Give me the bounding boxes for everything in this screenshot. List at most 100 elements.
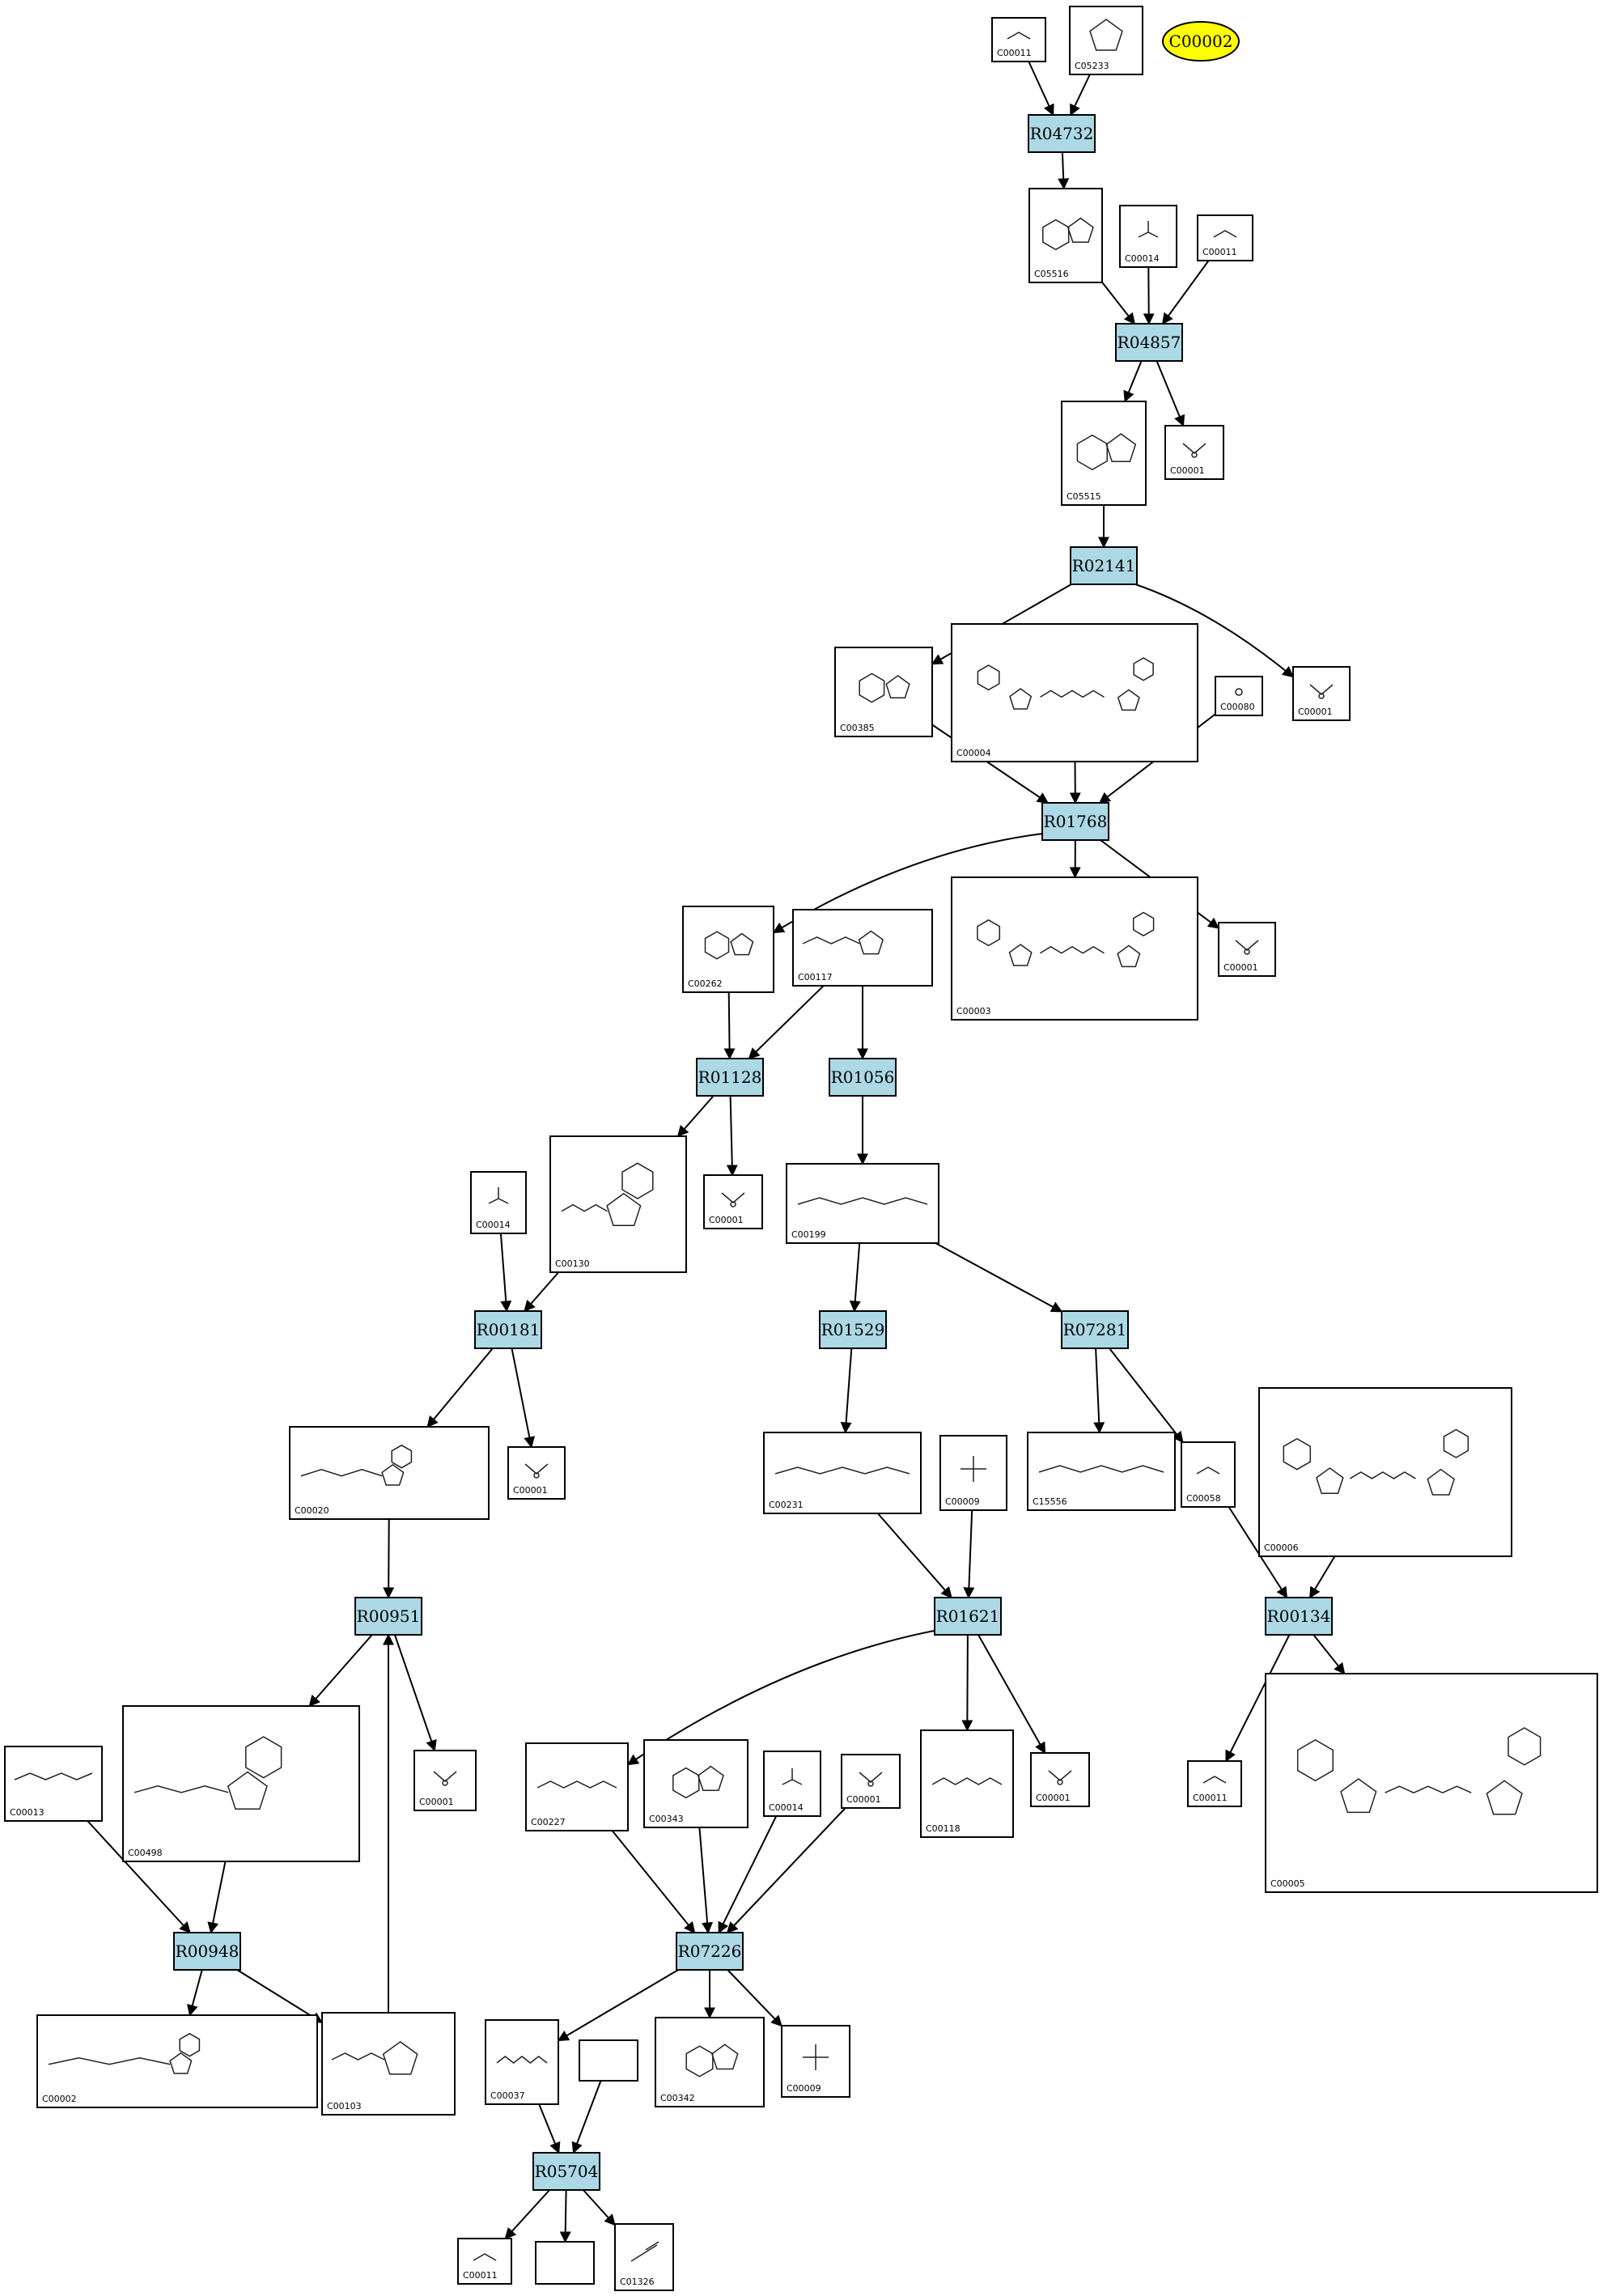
compound-node[interactable]: C00001: [1218, 922, 1276, 977]
compound-node[interactable]: C05516: [1028, 188, 1103, 283]
compound-node[interactable]: C00385: [834, 647, 933, 737]
compound-box[interactable]: [549, 1135, 687, 1273]
reaction-node[interactable]: R00134: [1265, 1597, 1333, 1636]
compound-node[interactable]: C00342: [655, 2017, 765, 2107]
highlight-node[interactable]: C00002: [1162, 21, 1240, 62]
compound-node[interactable]: [535, 2241, 595, 2285]
compound-box[interactable]: [525, 1742, 629, 1831]
reaction-box[interactable]: [532, 2152, 600, 2191]
compound-node[interactable]: C00231: [763, 1432, 922, 1514]
reaction-box[interactable]: [173, 1932, 241, 1971]
compound-node[interactable]: C00002: [36, 2014, 318, 2108]
compound-node[interactable]: C00011: [1197, 214, 1253, 261]
reaction-box[interactable]: [354, 1597, 422, 1636]
compound-node[interactable]: C00014: [470, 1171, 527, 1234]
compound-box[interactable]: [991, 17, 1046, 62]
compound-node[interactable]: C00117: [792, 909, 933, 987]
compound-box[interactable]: [1061, 401, 1147, 506]
compound-node[interactable]: C00003: [951, 876, 1198, 1021]
reaction-box[interactable]: [474, 1310, 542, 1349]
reaction-node[interactable]: R00951: [354, 1597, 422, 1636]
compound-box[interactable]: [321, 2012, 456, 2116]
reaction-box[interactable]: [1028, 114, 1096, 153]
compound-box[interactable]: [36, 2014, 318, 2108]
compound-box[interactable]: [457, 2238, 512, 2285]
reaction-box[interactable]: [1070, 546, 1138, 585]
reaction-box[interactable]: [819, 1310, 887, 1349]
compound-node[interactable]: C00118: [920, 1729, 1014, 1838]
compound-node[interactable]: C00001: [413, 1750, 477, 1811]
compound-node[interactable]: C00001: [1030, 1752, 1090, 1807]
reaction-box[interactable]: [696, 1058, 764, 1097]
compound-node[interactable]: C00014: [763, 1751, 821, 1817]
compound-box[interactable]: [786, 1163, 939, 1244]
compound-box[interactable]: [1119, 205, 1177, 268]
compound-box[interactable]: [579, 2039, 638, 2082]
compound-node[interactable]: C00001: [1164, 425, 1224, 480]
compound-node[interactable]: C00227: [525, 1742, 629, 1831]
reaction-node[interactable]: R01529: [819, 1310, 887, 1349]
compound-node[interactable]: C05233: [1069, 6, 1143, 75]
compound-node[interactable]: C00130: [549, 1135, 687, 1273]
compound-node[interactable]: C00005: [1265, 1673, 1598, 1893]
compound-box[interactable]: [1027, 1432, 1176, 1511]
compound-node[interactable]: C00013: [4, 1746, 103, 1822]
compound-node[interactable]: C00006: [1258, 1387, 1512, 1557]
compound-node[interactable]: C00498: [122, 1705, 360, 1862]
reaction-node[interactable]: R04857: [1115, 323, 1183, 362]
compound-node[interactable]: C00103: [321, 2012, 456, 2116]
compound-node[interactable]: C00262: [682, 906, 774, 993]
compound-node[interactable]: C01326: [614, 2223, 674, 2291]
compound-box[interactable]: [655, 2017, 765, 2107]
compound-node[interactable]: C00009: [781, 2025, 850, 2098]
compound-box[interactable]: [1187, 1760, 1242, 1807]
compound-box[interactable]: [1181, 1441, 1236, 1508]
compound-node[interactable]: C00014: [1119, 205, 1177, 268]
reaction-box[interactable]: [829, 1058, 897, 1097]
compound-box[interactable]: [763, 1432, 922, 1514]
compound-node[interactable]: C00011: [1187, 1760, 1242, 1807]
compound-box[interactable]: [614, 2223, 674, 2291]
compound-box[interactable]: [920, 1729, 1014, 1838]
compound-node[interactable]: C00343: [643, 1739, 748, 1828]
compound-box[interactable]: [4, 1746, 103, 1822]
compound-box[interactable]: [792, 909, 933, 987]
compound-box[interactable]: [122, 1705, 360, 1862]
compound-node[interactable]: C00001: [507, 1446, 566, 1500]
reaction-node[interactable]: R01128: [696, 1058, 764, 1097]
compound-node[interactable]: C00001: [1292, 666, 1351, 721]
reaction-box[interactable]: [1061, 1310, 1129, 1349]
compound-node[interactable]: C00009: [939, 1435, 1007, 1511]
compound-box[interactable]: [289, 1426, 490, 1520]
compound-box[interactable]: [643, 1739, 748, 1828]
reaction-box[interactable]: [934, 1597, 1002, 1636]
compound-box[interactable]: [1197, 214, 1253, 261]
reaction-box[interactable]: [676, 1932, 744, 1971]
compound-node[interactable]: C00011: [457, 2238, 512, 2285]
reaction-node[interactable]: R01621: [934, 1597, 1002, 1636]
compound-box[interactable]: [763, 1751, 821, 1817]
reaction-node[interactable]: R00181: [474, 1310, 542, 1349]
reaction-node[interactable]: R01768: [1041, 802, 1109, 841]
reaction-node[interactable]: R04732: [1028, 114, 1096, 153]
compound-box[interactable]: [470, 1171, 527, 1234]
reaction-node[interactable]: R00948: [173, 1932, 241, 1971]
compound-node[interactable]: C00011: [991, 17, 1046, 62]
compound-box[interactable]: [1069, 6, 1143, 75]
compound-node[interactable]: C00037: [485, 2019, 559, 2105]
compound-node[interactable]: [579, 2039, 638, 2082]
compound-node[interactable]: C00058: [1181, 1441, 1236, 1508]
compound-node[interactable]: C00001: [703, 1174, 763, 1229]
compound-node[interactable]: C15556: [1027, 1432, 1176, 1511]
compound-node[interactable]: C00001: [841, 1754, 901, 1809]
reaction-box[interactable]: [1115, 323, 1183, 362]
compound-box[interactable]: [1265, 1673, 1598, 1893]
compound-node[interactable]: C00080: [1215, 676, 1263, 716]
compound-node[interactable]: C00020: [289, 1426, 490, 1520]
reaction-node[interactable]: R07226: [676, 1932, 744, 1971]
compound-box[interactable]: [535, 2241, 595, 2285]
highlight-ellipse[interactable]: [1162, 21, 1240, 62]
reaction-box[interactable]: [1265, 1597, 1333, 1636]
reaction-node[interactable]: R05704: [532, 2152, 600, 2191]
reaction-node[interactable]: R02141: [1070, 546, 1138, 585]
